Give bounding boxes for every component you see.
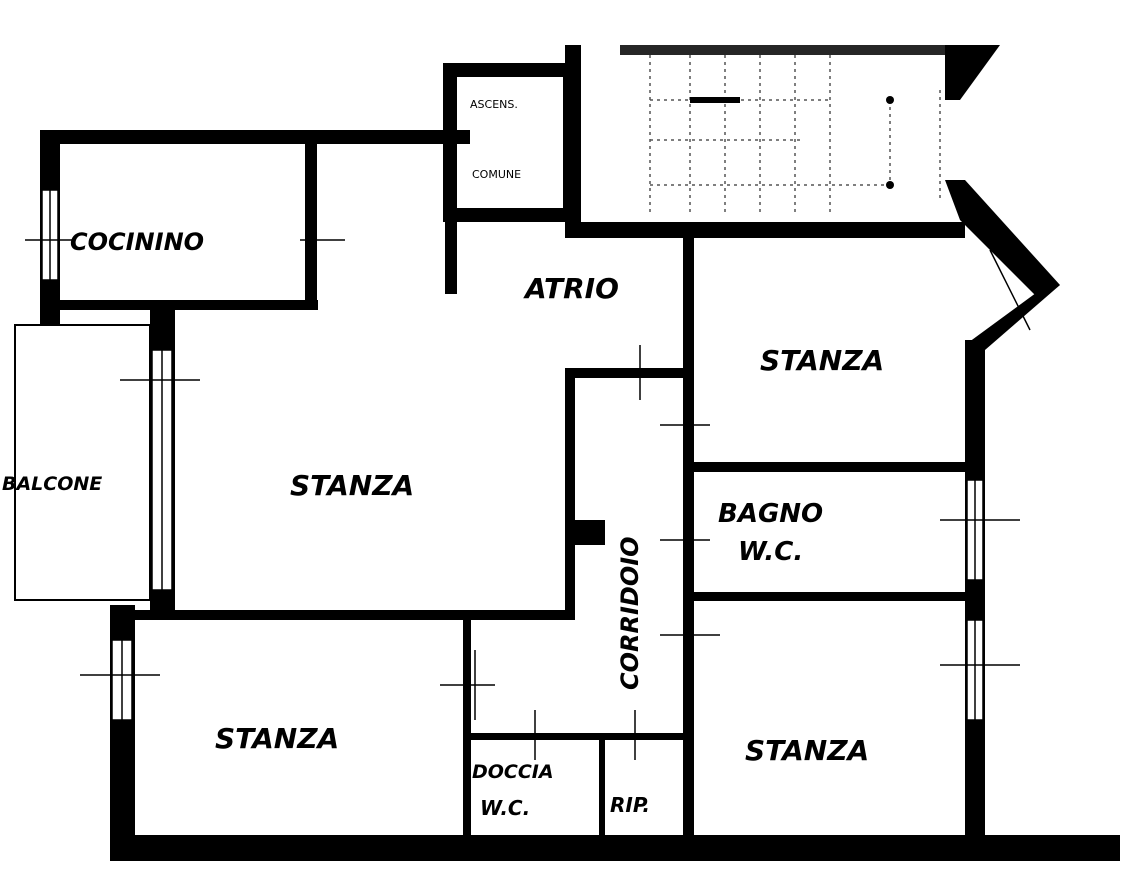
room-label-bathroom-2: W.C. xyxy=(738,537,803,567)
room-label-shower-1: DOCCIA xyxy=(472,761,554,783)
room-label-balcony: BALCONE xyxy=(2,473,102,495)
room-label-corridor: CORRIDOIO xyxy=(616,536,644,690)
room-label-stanza-top-right: STANZA xyxy=(760,344,884,377)
room-label-stanza-center: STANZA xyxy=(290,469,414,502)
room-label-storage: RIP. xyxy=(610,793,650,817)
staircase xyxy=(600,55,941,231)
room-label-kitchen: COCININO xyxy=(70,228,204,256)
room-label-shower-2: W.C. xyxy=(480,796,530,820)
windows xyxy=(25,189,1031,721)
balcony-outline xyxy=(14,324,151,601)
walls xyxy=(40,45,1120,861)
room-label-atrium: ATRIO xyxy=(523,272,619,305)
room-label-bathroom-1: BAGNO xyxy=(718,499,823,529)
room-label-stanza-bottom-right: STANZA xyxy=(745,734,869,767)
elevator-label-2: COMUNE xyxy=(472,168,521,181)
door-marks xyxy=(300,215,720,760)
elevator-label-1: ASCENS. xyxy=(470,98,518,111)
room-label-stanza-bottom-left: STANZA xyxy=(215,722,339,755)
